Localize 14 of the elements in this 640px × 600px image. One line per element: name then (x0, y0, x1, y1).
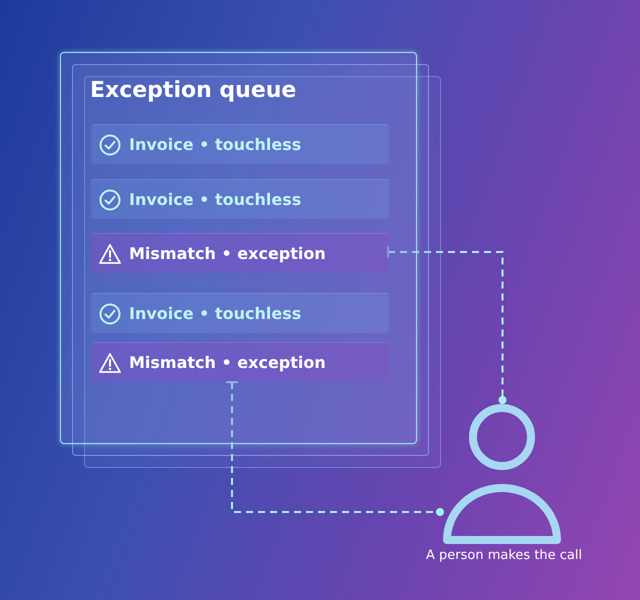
queue-row (91, 179, 389, 219)
dashed-connector (387, 245, 506, 404)
queue-row (91, 293, 389, 333)
row-label: Invoice • touchless (129, 190, 302, 209)
queue-row (91, 124, 389, 164)
dashed-connector (225, 381, 444, 516)
exception-row (91, 342, 389, 382)
row-label: Invoice • touchless (129, 304, 302, 323)
row-label: Mismatch • exception (129, 244, 326, 263)
exception-row (91, 233, 389, 273)
row-label: Invoice • touchless (129, 135, 302, 154)
row-label: Mismatch • exception (129, 353, 326, 372)
card-title: Exception queue (90, 78, 296, 103)
person-caption: A person makes the call (426, 548, 582, 563)
